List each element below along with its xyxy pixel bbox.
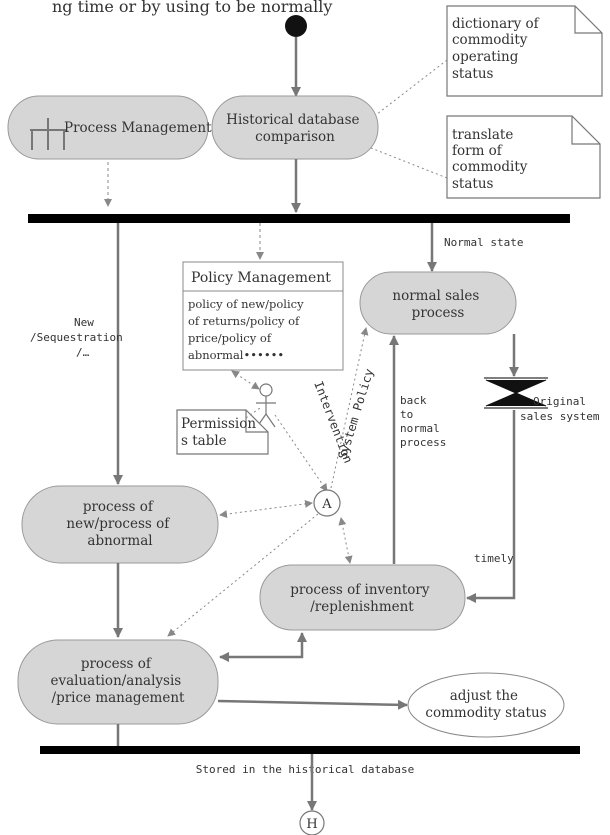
note-translate-line: form of bbox=[452, 143, 503, 159]
edge-system-policy bbox=[330, 327, 369, 489]
label-original-sales: Original bbox=[533, 395, 586, 408]
svg-text:process of inventory /re: process of inventory /replenishment bbox=[290, 582, 434, 615]
inventory-label: /replenishment bbox=[310, 599, 414, 615]
process-management-label: Process Management bbox=[64, 120, 212, 136]
edge-evaluation-to-adjust bbox=[217, 699, 408, 710]
note-dictionary-line: dictionary of bbox=[452, 16, 540, 32]
policy-management-title: Policy Management bbox=[191, 270, 331, 286]
note-dictionary-line: status bbox=[452, 66, 494, 82]
initial-node bbox=[285, 15, 307, 37]
connector-h: H bbox=[299, 810, 325, 835]
hourglass-icon bbox=[484, 377, 548, 409]
inventory-label: process of inventory bbox=[290, 582, 430, 598]
note-dictionary-line: operating bbox=[452, 49, 519, 65]
policy-body-line: policy of new/policy bbox=[188, 297, 304, 311]
node-normal-sales: normal sales process bbox=[359, 271, 517, 335]
adjust-status-label: adjust the bbox=[450, 688, 518, 704]
adjust-status-label: commodity status bbox=[425, 705, 546, 721]
node-process-management: Process Management bbox=[7, 95, 212, 160]
node-process-new-abnormal: process of new/process of abnormal bbox=[21, 485, 219, 564]
label-timely: timely bbox=[474, 552, 514, 565]
comparison-label: Historical database bbox=[226, 112, 359, 128]
svg-text:dictionary of commodity: dictionary of commodity operating status bbox=[452, 16, 543, 82]
note-translate-form: translate form of commodity status bbox=[446, 115, 601, 199]
svg-text:Original sales system: Original sales system bbox=[520, 395, 600, 423]
edge-intervention bbox=[274, 414, 328, 492]
svg-text:process of new/process o: process of new/process of abnormal bbox=[66, 499, 173, 549]
svg-text:Historical database comp: Historical database comparison bbox=[226, 112, 364, 145]
svg-text:New /Sequestration /…: New /Sequestration /… bbox=[30, 316, 129, 359]
edge-new-to-a bbox=[219, 499, 313, 519]
label-original-sales: sales system bbox=[520, 410, 600, 423]
note-translate-line: translate bbox=[452, 127, 513, 143]
svg-text:translate form of: translate form of commodity status bbox=[452, 127, 532, 192]
join-bar bbox=[40, 746, 580, 754]
note-translate-link bbox=[365, 145, 448, 179]
policy-management-box: Policy Management policy of new/policy o… bbox=[182, 261, 344, 371]
svg-text:policy of new/policy of: policy of new/policy of returns/policy o… bbox=[188, 297, 307, 362]
note-dictionary: dictionary of commodity operating status bbox=[446, 5, 603, 97]
note-permission-table: Permission s table bbox=[176, 409, 269, 455]
svg-text:normal sales process: normal sales process bbox=[392, 288, 483, 321]
edge-policy-actor bbox=[231, 370, 260, 390]
node-inventory: process of inventory /replenishment bbox=[259, 564, 466, 631]
normal-sales-label: normal sales bbox=[392, 288, 479, 304]
label-stored: Stored in the historical database bbox=[196, 763, 415, 776]
svg-text:back to normal pro: back to normal process bbox=[400, 394, 446, 449]
fork-bar bbox=[28, 214, 570, 223]
label-new-seq: /Sequestration bbox=[30, 331, 123, 344]
policy-body-line: abnormal•••••• bbox=[188, 348, 284, 362]
svg-text:Permission s table: Permission s table bbox=[181, 416, 260, 449]
svg-text:adjust the commodity sta: adjust the commodity status bbox=[425, 688, 546, 721]
edge-original-to-inventory bbox=[466, 410, 516, 603]
note-translate-line: status bbox=[452, 176, 494, 192]
node-evaluation: process of evaluation/analysis /price ma… bbox=[17, 639, 219, 725]
svg-text:process of evaluation/an: process of evaluation/analysis /price ma… bbox=[50, 656, 185, 706]
new-abnormal-label: abnormal bbox=[87, 533, 152, 549]
evaluation-label: /price management bbox=[52, 690, 186, 706]
normal-sales-label: process bbox=[412, 305, 465, 321]
edge-a-to-inventory bbox=[338, 517, 353, 564]
connector-a-label: A bbox=[321, 497, 332, 512]
label-back-to-normal: back bbox=[400, 394, 427, 407]
permission-line: s table bbox=[181, 433, 227, 449]
label-new-seq: /… bbox=[76, 346, 90, 359]
policy-body-line: price/policy of bbox=[188, 331, 272, 345]
label-back-to-normal: normal bbox=[400, 422, 440, 435]
permission-line: Permission bbox=[181, 416, 256, 432]
connector-h-label: H bbox=[306, 817, 317, 832]
policy-body-line: of returns/policy of bbox=[188, 314, 300, 328]
top-caption: ng time or by using to be normally bbox=[52, 0, 332, 16]
node-historical-comparison: Historical database comparison bbox=[211, 95, 379, 160]
node-adjust-status: adjust the commodity status bbox=[407, 672, 565, 738]
evaluation-label: process of bbox=[81, 656, 152, 672]
label-back-to-normal: to bbox=[400, 408, 413, 421]
edge-evaluation-inventory bbox=[219, 632, 307, 662]
fork-icon bbox=[30, 118, 66, 150]
new-abnormal-label: process of bbox=[83, 499, 154, 515]
new-abnormal-label: new/process of bbox=[66, 516, 170, 532]
label-normal-state: Normal state bbox=[444, 236, 523, 249]
note-dictionary-link bbox=[371, 59, 448, 119]
label-new-seq: New bbox=[74, 316, 94, 329]
evaluation-label: evaluation/analysis bbox=[50, 673, 181, 689]
connector-a: A bbox=[313, 489, 341, 517]
note-dictionary-line: commodity bbox=[452, 32, 528, 48]
comparison-label: comparison bbox=[255, 129, 335, 145]
note-translate-line: commodity bbox=[452, 159, 528, 175]
edge-a-to-evaluation bbox=[167, 513, 319, 637]
label-back-to-normal: process bbox=[400, 436, 446, 449]
label-system-policy: System Policy bbox=[335, 367, 376, 461]
